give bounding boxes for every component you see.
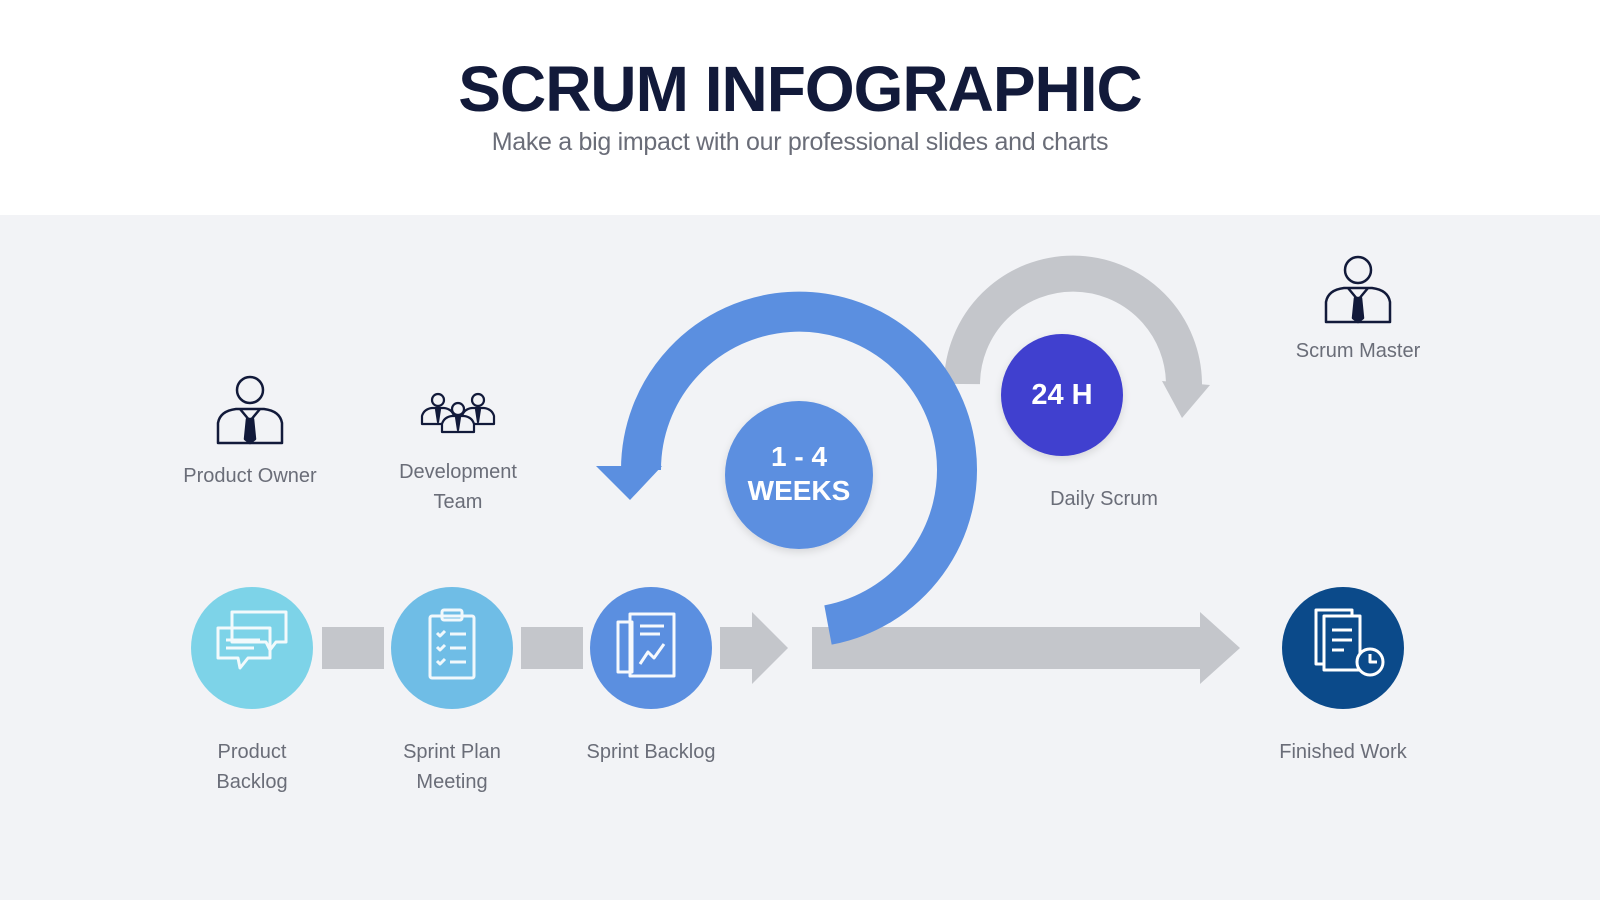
main-flow-arrow	[812, 612, 1240, 684]
role-label-development-team: Development Team	[399, 461, 517, 513]
daily-scrum-label: Daily Scrum	[1050, 488, 1158, 510]
role-label-scrum-master: Scrum Master	[1295, 340, 1421, 362]
step-label-product-backlog: Product Backlog	[216, 741, 288, 793]
businessman-icon	[216, 375, 284, 445]
sprint-duration-line2: WEEKS	[747, 475, 851, 506]
connector-arrow-3	[720, 612, 788, 684]
process-connectors	[322, 612, 1240, 684]
sprint-duration-text: 1 - 4 WEEKS	[724, 440, 874, 508]
team-icon	[420, 392, 496, 434]
role-label-product-owner: Product Owner	[183, 465, 317, 487]
businessman-icon	[1324, 255, 1392, 324]
step-label-sprint-plan: Sprint Plan Meeting	[403, 741, 501, 793]
sprint-duration-circle	[725, 401, 873, 549]
step-circle-sprint-backlog	[590, 587, 712, 709]
daily-scrum-circle	[1001, 334, 1123, 456]
header: SCRUM INFOGRAPHIC Make a big impact with…	[0, 0, 1600, 215]
connector-bar-1	[322, 627, 384, 669]
chat-bubbles-icon	[216, 610, 288, 670]
clipboard-checklist-icon	[428, 608, 476, 680]
page-title: SCRUM INFOGRAPHIC	[458, 53, 1142, 125]
daily-scrum-arc-arrow	[944, 255, 1210, 418]
documents-clock-icon	[1314, 608, 1385, 677]
step-label-sprint-backlog: Sprint Backlog	[586, 741, 716, 763]
documents-chart-icon	[616, 612, 676, 678]
sprint-duration-line1: 1 - 4	[770, 441, 828, 472]
sprint-cycle-arrow	[596, 291, 977, 645]
page-subtitle: Make a big impact with our professional …	[491, 128, 1109, 156]
step-label-finished-work: Finished Work	[1279, 741, 1407, 763]
daily-scrum-text: 24 H	[1031, 379, 1093, 411]
connector-bar-2	[521, 627, 583, 669]
